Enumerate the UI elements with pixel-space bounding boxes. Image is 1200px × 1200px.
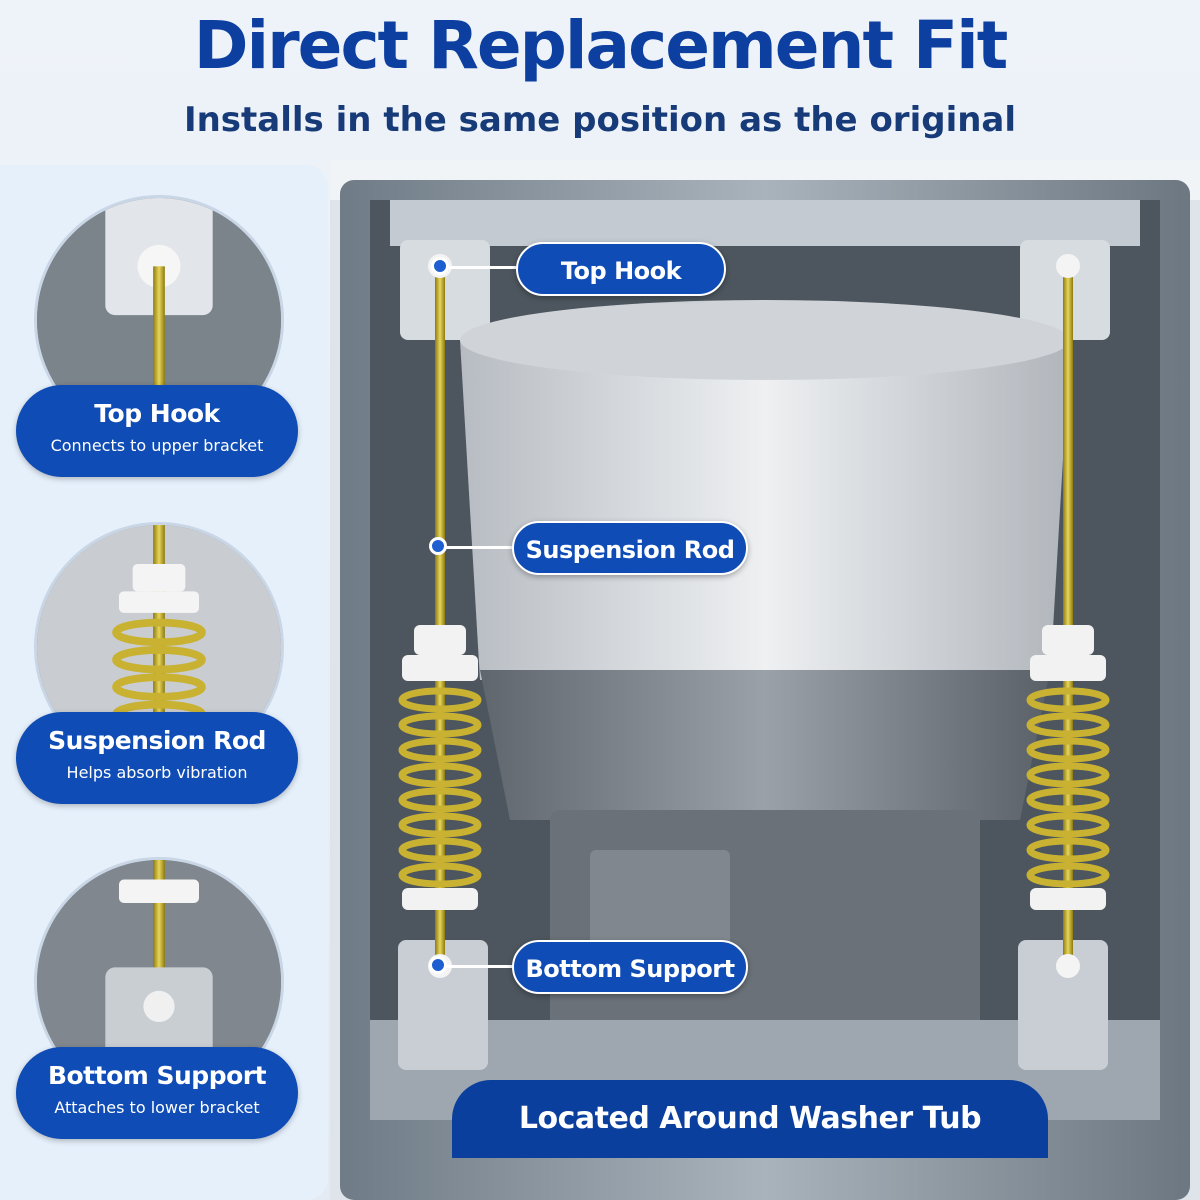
suspension-rod-title: Suspension Rod: [48, 726, 266, 755]
suspension-rod-marker: [429, 537, 447, 555]
top-hook-label: Top Hook Connects to upper bracket: [16, 385, 298, 477]
headline: Direct Replacement Fit: [193, 7, 1009, 84]
detail-top-hook: Top Hook Connects to upper bracket: [0, 195, 328, 505]
bottom-support-title: Bottom Support: [47, 1061, 267, 1090]
top-hook-title: Top Hook: [94, 399, 220, 428]
top-hook-description: Connects to upper bracket: [50, 436, 264, 455]
bottom-support-label: Bottom Support Attaches to lower bracket: [16, 1047, 298, 1139]
bottom-support-marker: [429, 956, 447, 974]
washer-photo: [330, 160, 1200, 1200]
washer-cabinet-illustration: [330, 160, 1200, 1200]
suspension-rod-callout: Suspension Rod: [512, 521, 748, 575]
bottom-support-callout: Bottom Support: [512, 940, 748, 994]
bottom-support-leader-line: [446, 965, 516, 968]
top-hook-callout: Top Hook: [516, 242, 726, 296]
detail-panel: Top Hook Connects to upper bracket Suspe…: [0, 165, 328, 1200]
top-hook-leader-line: [448, 266, 518, 269]
top-hook-marker: [431, 257, 449, 275]
location-banner: Located Around Washer Tub: [452, 1080, 1048, 1158]
subheadline: Installs in the same position as the ori…: [183, 100, 1017, 140]
detail-suspension-rod: Suspension Rod Helps absorb vibration: [0, 522, 328, 832]
bottom-support-description: Attaches to lower bracket: [54, 1098, 260, 1117]
suspension-rod-label: Suspension Rod Helps absorb vibration: [16, 712, 298, 804]
suspension-rod-leader-line: [446, 546, 516, 549]
detail-bottom-support: Bottom Support Attaches to lower bracket: [0, 857, 328, 1167]
suspension-rod-description: Helps absorb vibration: [66, 763, 248, 782]
